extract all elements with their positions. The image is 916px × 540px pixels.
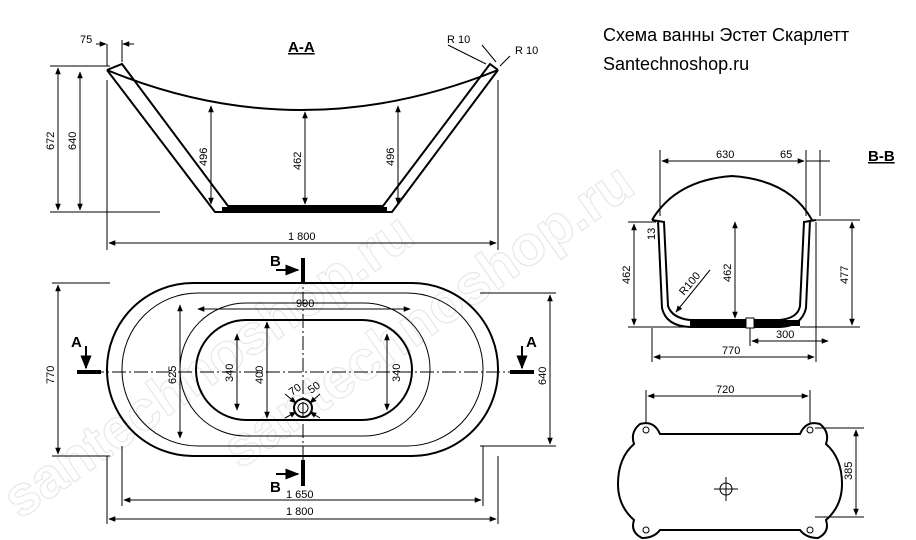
section-bb-label: B-B xyxy=(868,148,895,165)
dim-1650: 1 650 xyxy=(286,489,314,501)
dim-990: 990 xyxy=(296,298,314,310)
dim-385: 385 xyxy=(843,462,855,480)
dim-630: 630 xyxy=(716,149,734,161)
dim-300: 300 xyxy=(776,329,794,341)
dim-720: 720 xyxy=(716,384,734,396)
dim-770-plan: 770 xyxy=(45,366,57,384)
dim-drain-50: 50 xyxy=(306,380,323,397)
dim-75: 75 xyxy=(80,34,92,46)
dim-462-left: 462 xyxy=(621,266,633,284)
dim-400: 400 xyxy=(254,366,266,384)
dim-625: 625 xyxy=(167,366,179,384)
plan-view: 70 50 A A B B 990 770 625 340 400 xyxy=(45,253,556,524)
dim-477: 477 xyxy=(839,266,851,284)
marker-a-right: A xyxy=(526,334,537,351)
dim-462: 462 xyxy=(292,152,304,170)
dim-640-plan: 640 xyxy=(537,367,549,385)
dim-1800-plan: 1 800 xyxy=(286,506,314,518)
dim-340-right: 340 xyxy=(391,364,403,382)
dim-672: 672 xyxy=(45,132,57,150)
marker-b-bottom: B xyxy=(270,479,281,496)
dim-462-center: 462 xyxy=(722,264,734,282)
feet-view: 720 385 xyxy=(616,384,864,540)
dim-340-left: 340 xyxy=(224,364,236,382)
dim-496-left: 496 xyxy=(198,148,210,166)
section-bb: B-B 630 65 13 462 R100 462 477 xyxy=(621,148,895,362)
dim-13: 13 xyxy=(646,228,658,240)
marker-b-top: B xyxy=(270,253,281,270)
source-site: Santechnoshop.ru xyxy=(603,54,749,74)
dim-1800-section: 1 800 xyxy=(288,231,316,243)
dim-drain-70: 70 xyxy=(287,382,304,399)
dim-496-right: 496 xyxy=(385,148,397,166)
dim-65: 65 xyxy=(780,149,792,161)
dim-770-bb: 770 xyxy=(722,345,740,357)
section-aa: A-A 75 R 10 R 10 672 640 496 462 496 xyxy=(45,34,538,250)
marker-a-left: A xyxy=(71,334,82,351)
diagram-title: Схема ванны Эстет Скарлетт xyxy=(603,25,849,45)
dim-r10-a: R 10 xyxy=(447,34,470,46)
dim-r10-b: R 10 xyxy=(515,45,538,57)
dim-640: 640 xyxy=(67,132,79,150)
section-aa-label: A-A xyxy=(288,39,315,56)
